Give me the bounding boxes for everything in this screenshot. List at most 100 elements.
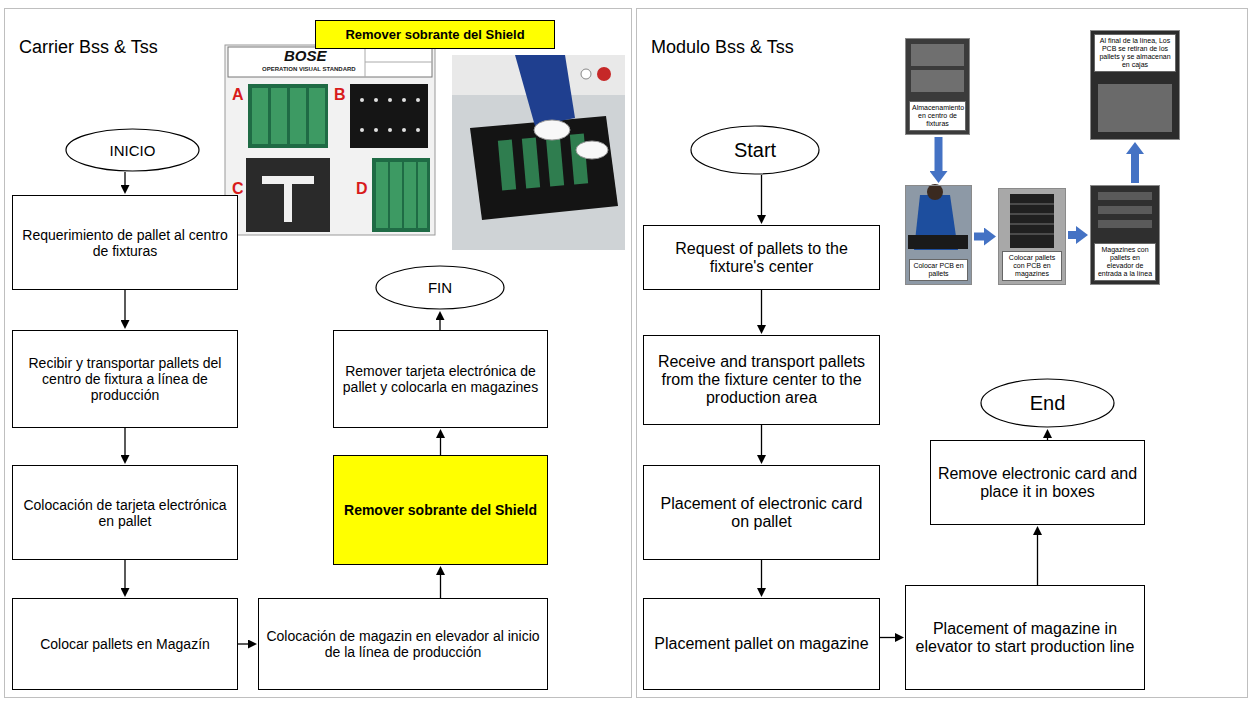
node-text: Colocar pallets en Magazín [40,636,210,652]
pin [416,128,420,132]
machine-knob [597,67,611,81]
panel-heading: Modulo Bss & Tss [651,37,794,58]
rack-shelf [911,44,964,66]
terminal-ellipse: INICIO [65,128,200,172]
sheet-ground [225,45,435,235]
pcb-on-pallet [522,137,540,188]
label-holder: D [356,180,368,198]
flow-arrow [761,290,762,325]
pin [360,98,364,102]
callout-letter: D [356,180,368,197]
node-text: FIN [428,279,452,296]
node-text: Recibir y transportar pallets del centro… [19,355,231,403]
visual-standard-sheet [225,45,435,235]
node-text: INICIO [110,142,156,159]
process-box: Recibir y transportar pallets del centro… [12,330,238,428]
flow-arrow [880,637,895,638]
highlight-box: Remover sobrante del Shield [333,455,548,565]
process-box: Request of pallets to the fixture's cent… [643,225,880,290]
pcb-strip [390,162,402,228]
flow-arrow [124,172,125,185]
flow-arrow [761,175,762,215]
flow-arrow [1037,535,1038,585]
photo-caption: Al final de la línea, Los PCB se retiran… [1094,34,1176,72]
panel-heading: Carrier Bss & Tss [19,37,158,58]
process-box: Colocación de tarjeta electrónica en pal… [12,465,238,560]
node-text: Remover sobrante del Shield [344,502,537,518]
pcb-strip [418,162,427,228]
node-text: Placement of electronic card on pallet [650,495,873,531]
node-text: Receive and transport pallets from the f… [650,353,873,407]
flow-arrow [124,428,125,455]
elevator-rail [1098,192,1152,200]
process-box: Remove electronic card and place it in b… [930,440,1145,525]
flow-arrow [761,560,762,588]
label-holder: B [334,86,346,104]
photo-ground [998,188,1066,285]
pin [388,98,392,102]
pcb-strip [376,162,388,228]
pin [374,128,378,132]
pin [388,128,392,132]
node-text: Requerimiento de pallet al centro de fix… [19,227,231,259]
magazine [1010,194,1054,248]
process-box: Placement of magazine in elevator to sta… [905,585,1145,690]
panel: Carrier Bss & TssRemover sobrante del Sh… [4,8,632,698]
machine-knob [581,69,591,79]
line-end-box [1098,84,1172,132]
table-rule [365,62,432,63]
pcb-on-pallet [570,133,588,184]
node-text: Placement of magazine in elevator to sta… [912,620,1138,656]
elevator-rail [1098,206,1152,214]
process-box: Placement pallet on magazine [643,598,880,690]
label-holder: A [232,86,244,104]
operator-head [927,184,943,200]
pin [374,98,378,102]
flow-arrow [761,425,762,455]
photo-frame: Al final de la línea, Los PCB se retiran… [1090,30,1180,140]
shield-part [262,176,314,222]
ellipse-shape [981,379,1114,427]
shield-photo [246,158,330,232]
photo-caption: Almacenamiento en centro de fixturas [909,101,966,131]
node-text: Colocación de tarjeta electrónica en pal… [19,497,231,529]
block-arrow [974,233,984,241]
pcb-on-pallet [498,139,516,190]
node-text: End [1030,392,1066,415]
fixture-pins [360,98,420,132]
terminal-ellipse: End [980,378,1115,428]
pin [360,128,364,132]
flow-arrow [124,560,125,588]
node-text: Colocación de magazin en elevador al ini… [265,628,541,660]
photo-frame: Almacenamiento en centro de fixturas [905,38,970,135]
terminal-ellipse: Start [690,125,820,175]
flow-arrow [439,320,440,330]
flow-arrow [124,290,125,320]
header-box: Remover sobrante del Shield [315,20,555,49]
glove [534,120,570,140]
terminal-ellipse: FIN [375,265,505,310]
pin [402,98,406,102]
label-holder: BOSE [284,47,327,64]
ellipse-shape [66,129,199,171]
photo-caption: Magazines con pallets en elevador de ent… [1094,243,1156,281]
node-text: Remover tarjeta electrónica de pallet y … [340,363,541,395]
photo-caption: Colocar pallets con PCB en magazines [1002,251,1062,281]
process-box: Colocación de magazin en elevador al ini… [258,598,548,690]
process-photos [905,30,1180,285]
pcb-panel [372,158,430,232]
callout-letter: C [232,180,244,197]
callout-letter: B [334,86,346,103]
sleeve [515,55,575,126]
pcb-strip [252,88,268,144]
sheet-title: OPERATION VISUAL STANDARD [262,66,356,72]
photo-ground [1090,185,1160,285]
pcb-strip [271,88,287,144]
pcb-strip [404,162,416,228]
pcb-strip [309,88,325,144]
node-text: Request of pallets to the fixture's cent… [650,240,873,276]
ellipse-shape [691,126,819,174]
magazine-slot [1010,234,1054,235]
photo-frame: Colocar pallets con PCB en magazines [998,188,1066,285]
process-box: Placement of electronic card on pallet [643,465,880,560]
